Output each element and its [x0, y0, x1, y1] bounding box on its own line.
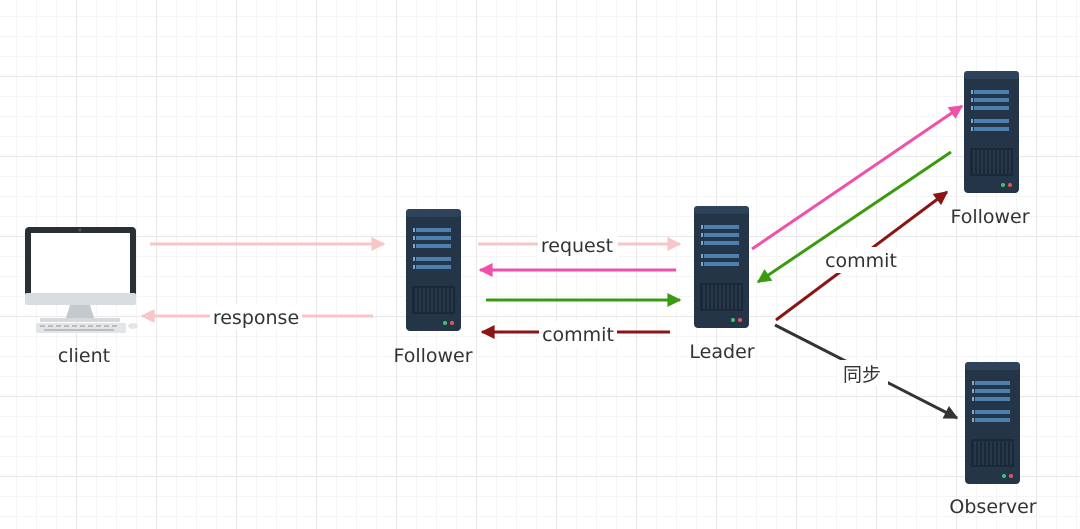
observer-label: Observer — [949, 496, 1036, 518]
server-tower-icon — [964, 71, 1019, 193]
request-label-bg — [538, 232, 618, 258]
commit-right-label-bg — [820, 247, 902, 273]
commit-mid-label-bg — [539, 321, 617, 347]
desktop-monitor-icon — [25, 227, 138, 333]
sync-label: 同步 — [843, 364, 881, 386]
leader-label: Leader — [689, 341, 754, 363]
server-tower-icon — [965, 362, 1020, 484]
server-tower-icon — [406, 209, 461, 331]
follower-right-ack-arrow — [756, 150, 952, 284]
follower-right-label: Follower — [950, 206, 1029, 228]
request-label: request — [541, 235, 613, 257]
follower-mid-label: Follower — [393, 345, 472, 367]
sync-label-bg — [838, 360, 888, 386]
server-tower-icon — [694, 206, 749, 328]
client-label: client — [58, 345, 110, 367]
response-label-bg — [210, 304, 302, 330]
response-label: response — [213, 307, 299, 329]
commit-mid-label: commit — [542, 324, 614, 346]
leader-to-follower-right-proposal-arrow — [751, 104, 964, 251]
commit-right-label: commit — [825, 250, 897, 272]
